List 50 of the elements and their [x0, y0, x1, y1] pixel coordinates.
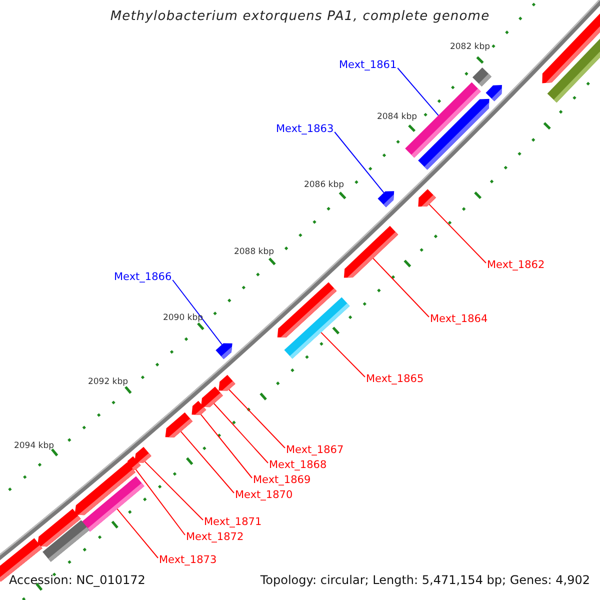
gene-label: Mext_1868	[269, 459, 327, 471]
gene-label: Mext_1863	[276, 123, 334, 135]
gene-feature	[547, 37, 600, 103]
gene-feature	[82, 476, 144, 532]
tick-label: 2082 kbp	[450, 42, 490, 52]
tick-label: 2094 kbp	[14, 441, 54, 451]
leader-line	[213, 403, 268, 464]
gene-label: Mext_1870	[235, 489, 293, 501]
leader-line	[320, 332, 366, 378]
leader-line	[180, 431, 234, 494]
tick-label: 2090 kbp	[162, 313, 204, 323]
leader-line	[372, 258, 430, 318]
gene-label: Mext_1871	[204, 516, 262, 528]
gene-feature	[201, 386, 223, 408]
leader-line	[200, 414, 252, 478]
gene-label: Mext_1866	[114, 271, 172, 283]
gene-feature	[165, 412, 193, 438]
gene-feature	[42, 520, 90, 562]
gene-label: Mext_1872	[186, 531, 244, 543]
leader-line	[172, 280, 222, 346]
gene-feature	[218, 374, 236, 391]
leader-line	[228, 389, 286, 448]
gene-feature	[472, 67, 492, 87]
leader-line	[334, 132, 384, 194]
gene-label: Mext_1869	[253, 474, 311, 486]
gene-label: Mext_1862	[487, 259, 545, 271]
map-title: Methylobacterium extorquens PA1, complete genome	[109, 9, 491, 24]
gene-label: Mext_1864	[430, 313, 488, 325]
gene-feature	[192, 400, 206, 415]
accession-text: Accession: NC_010172	[9, 573, 146, 587]
gene-feature	[378, 191, 394, 208]
tick-label: 2086 kbp	[304, 180, 344, 190]
gene-feature	[486, 84, 502, 102]
gene-label: Mext_1861	[339, 59, 397, 71]
gene-label: Mext_1873	[159, 554, 217, 566]
gene-feature	[284, 297, 350, 359]
leader-line	[135, 469, 186, 536]
tick-label: 2088 kbp	[234, 247, 274, 257]
gene-feature	[418, 189, 436, 207]
gene-label: Mext_1867	[286, 444, 344, 456]
leader-line	[116, 508, 158, 558]
leader-line	[144, 461, 204, 520]
genome-summary-text: Topology: circular; Length: 5,471,154 bp; Genes: 4,902	[260, 573, 590, 587]
tick-label: 2084 kbp	[376, 112, 418, 122]
gene-feature	[344, 226, 398, 278]
gene-label: Mext_1865	[366, 373, 424, 385]
gene-feature	[216, 343, 232, 360]
leader-line	[428, 204, 486, 264]
gene-feature	[418, 98, 490, 170]
tick-label: 2092 kbp	[88, 377, 128, 387]
